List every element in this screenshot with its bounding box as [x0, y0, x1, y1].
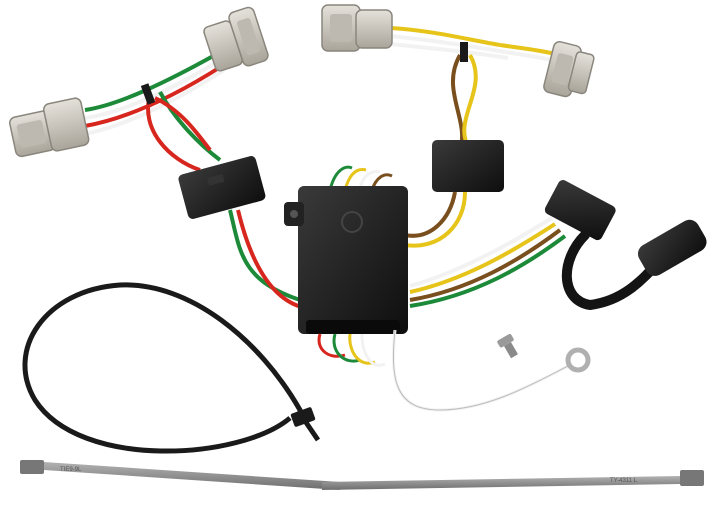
ground-ring-terminal — [565, 347, 591, 373]
dust-cap — [637, 219, 707, 276]
four-way-flat-connector — [409, 180, 707, 311]
small-cable-tie-right: TY-4311 L — [322, 470, 704, 490]
large-black-zip-tie — [22, 282, 321, 454]
right-far-connector — [543, 41, 595, 98]
left-upper-connector — [203, 6, 269, 72]
left-lower-connector — [9, 97, 90, 158]
left-splice-block — [178, 156, 266, 219]
left-vehicle-harness — [9, 6, 306, 310]
mounting-screw — [497, 333, 518, 359]
small-cable-tie-left: TIE9-9L — [20, 460, 340, 490]
tie-label-right: TY-4311 L — [610, 478, 638, 484]
right-upper-connector — [321, 4, 393, 52]
tie-label-left: TIE9-9L — [60, 467, 82, 473]
right-vehicle-harness — [321, 4, 595, 248]
converter-module — [284, 165, 591, 412]
right-splice-block — [432, 140, 504, 192]
